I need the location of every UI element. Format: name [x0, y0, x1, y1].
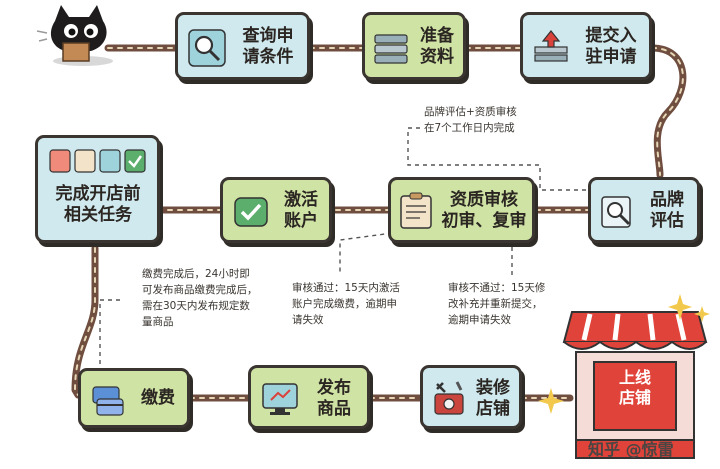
cat-mascot-icon [36, 5, 113, 66]
step-label: 缴费 [141, 388, 175, 408]
step-pay-fee: 缴费 [78, 368, 190, 428]
monitor-icon [262, 383, 298, 415]
step-label: 品牌 评估 [650, 190, 684, 231]
note-after-payment: 缴费完成后，24小时即 可发布商品缴费完成后， 需在30天内发布规定数 量商品 [142, 268, 258, 328]
magnifier-icon [188, 29, 226, 67]
tools-icon [434, 381, 464, 415]
document-stack-icon [374, 34, 408, 64]
step-label: 完成开店前 相关任务 [55, 184, 141, 225]
sparkle-icon [668, 294, 710, 322]
step-activate-account: 激活 账户 [220, 177, 332, 243]
brand-search-icon [601, 196, 631, 228]
checkmark-icon [234, 197, 268, 227]
clipboard-icon [400, 192, 432, 229]
step-decorate-store: 装修 店铺 [420, 365, 522, 429]
step-complete-tasks: 完成开店前 相关任务 [35, 135, 160, 243]
step-label: 发布 商品 [317, 378, 351, 419]
note-leader-payment [99, 299, 120, 370]
step-query-conditions: 查询申 请条件 [175, 12, 310, 80]
note-brand-review-time: 品牌评估+资质审核 在7个工作日内完成 [424, 106, 517, 134]
road-path-dash [74, 47, 684, 399]
step-submit-application: 提交入 驻申请 [520, 12, 652, 80]
step-label: 装修 店铺 [476, 378, 510, 419]
task-icons-icon [49, 149, 146, 173]
step-prepare-docs: 准备 资料 [362, 12, 466, 80]
step-qualification-review: 资质审核 初审、复审 [388, 177, 535, 243]
step-label: 提交入 驻申请 [585, 26, 637, 67]
note-leader-pass [339, 231, 401, 275]
step-brand-evaluation: 品牌 评估 [588, 177, 700, 243]
note-review-fail: 审核不通过：15天修 改补充并重新提交， 逾期申请失效 [448, 282, 546, 326]
upload-stack-icon [534, 30, 568, 62]
watermark: 知乎 @惊雷 [588, 440, 674, 459]
store-online-label: 上线 店铺 [618, 368, 651, 407]
step-label: 准备 资料 [420, 26, 454, 67]
note-leader-brand [407, 127, 590, 191]
step-label: 资质审核 初审、复审 [441, 190, 527, 231]
sparkle-icon [538, 388, 564, 414]
storefront-icon [562, 311, 708, 459]
step-publish-goods: 发布 商品 [248, 365, 370, 429]
step-label: 激活 账户 [284, 190, 318, 231]
step-label: 查询申 请条件 [242, 26, 294, 67]
payment-card-icon [92, 386, 124, 416]
note-review-pass: 审核通过：15天内激活 账户完成缴费，逾期申 请失效 [292, 282, 400, 326]
